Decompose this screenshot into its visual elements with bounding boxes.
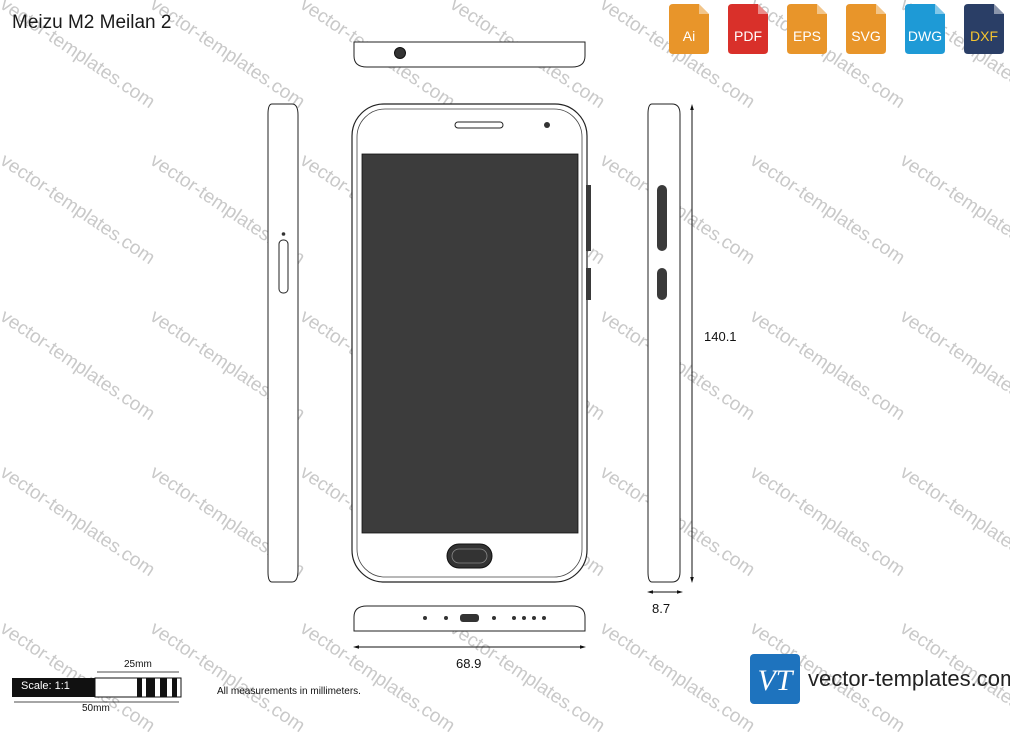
- file-icon: [728, 4, 768, 54]
- file-fold: [699, 4, 709, 14]
- sim-tray: [278, 239, 289, 294]
- scale-short-label: 25mm: [124, 659, 152, 670]
- front-view: [351, 103, 588, 583]
- scale-tick-3: [160, 678, 167, 697]
- scale-tick-4: [172, 678, 177, 697]
- vt-logo-bg: [750, 654, 800, 704]
- right-side-edge: [647, 103, 681, 583]
- file-shape: [728, 4, 768, 54]
- right-side-view: [586, 103, 681, 583]
- scale-label: Scale: 1:1: [21, 680, 70, 692]
- format-label: Ai: [682, 28, 696, 44]
- screw-hole-right: [492, 616, 496, 620]
- power-button: [657, 268, 667, 300]
- screen: [361, 153, 579, 534]
- svg-format-icon[interactable]: SVG: [846, 4, 886, 54]
- format-label: DWG: [907, 28, 943, 44]
- file-icon: [669, 4, 709, 54]
- front-volume-protrusion: [586, 185, 591, 251]
- depth-label: 8.7: [652, 601, 671, 616]
- left-side-edge: [267, 103, 299, 583]
- scale-tick-1: [137, 678, 142, 697]
- file-fold: [994, 4, 1004, 14]
- dxf-format-icon[interactable]: DXF: [964, 4, 1004, 54]
- speaker-hole-3: [532, 616, 536, 620]
- scale-box: [12, 678, 95, 697]
- scale-bar: [14, 671, 182, 703]
- top-edge: [353, 41, 586, 68]
- mic-hole: [423, 616, 427, 620]
- width-label: 68.9: [456, 656, 482, 671]
- measurement-note: All measurements in millimeters.: [217, 686, 361, 697]
- speaker-hole-2: [522, 616, 526, 620]
- file-fold: [817, 4, 827, 14]
- earpiece: [454, 121, 504, 129]
- eps-format-icon[interactable]: EPS: [787, 4, 827, 54]
- file-fold: [876, 4, 886, 14]
- front-camera: [544, 122, 550, 128]
- scale-tick-2: [146, 678, 155, 697]
- file-shape: [964, 4, 1004, 54]
- file-fold: [935, 4, 945, 14]
- file-icon: [905, 4, 945, 54]
- headphone-jack: [394, 47, 406, 59]
- left-side-view: [267, 103, 299, 583]
- home-button: [446, 543, 493, 569]
- pdf-format-icon[interactable]: PDF: [728, 4, 768, 54]
- home-button-ring: [451, 548, 488, 564]
- phone-bezel: [356, 108, 583, 578]
- bottom-view: [353, 605, 586, 632]
- file-icon: [964, 4, 1004, 54]
- top-view: [353, 41, 586, 68]
- file-shape: [787, 4, 827, 54]
- file-shape: [846, 4, 886, 54]
- vt-logo-text: VT: [757, 664, 794, 697]
- sim-eject-hole: [281, 232, 286, 236]
- speaker-hole-1: [512, 616, 516, 620]
- format-label: PDF: [734, 28, 762, 44]
- file-fold: [758, 4, 768, 14]
- dwg-format-icon[interactable]: DWG: [905, 4, 945, 54]
- format-label: EPS: [792, 28, 821, 44]
- format-icons: Ai PDF EPS SVG DWG DXF: [669, 4, 1005, 54]
- file-shape: [905, 4, 945, 54]
- screw-hole-left: [444, 616, 448, 620]
- format-label: DXF: [970, 28, 998, 44]
- file-shape: [669, 4, 709, 54]
- ai-format-icon[interactable]: Ai: [669, 4, 709, 54]
- scale-long-label: 50mm: [82, 703, 110, 714]
- height-label: 140.1: [704, 329, 737, 344]
- phone-drawing: [14, 41, 694, 703]
- brand-text[interactable]: vector-templates.com: [808, 666, 1010, 691]
- page-title: Meizu M2 Meilan 2: [12, 12, 172, 33]
- vt-logo-icon[interactable]: VT: [750, 654, 800, 704]
- format-label: SVG: [851, 28, 881, 44]
- front-power-protrusion: [586, 268, 591, 300]
- speaker-hole-4: [542, 616, 546, 620]
- file-icon: [846, 4, 886, 54]
- usb-port: [460, 614, 479, 622]
- file-icon: [787, 4, 827, 54]
- volume-rocker: [657, 185, 667, 251]
